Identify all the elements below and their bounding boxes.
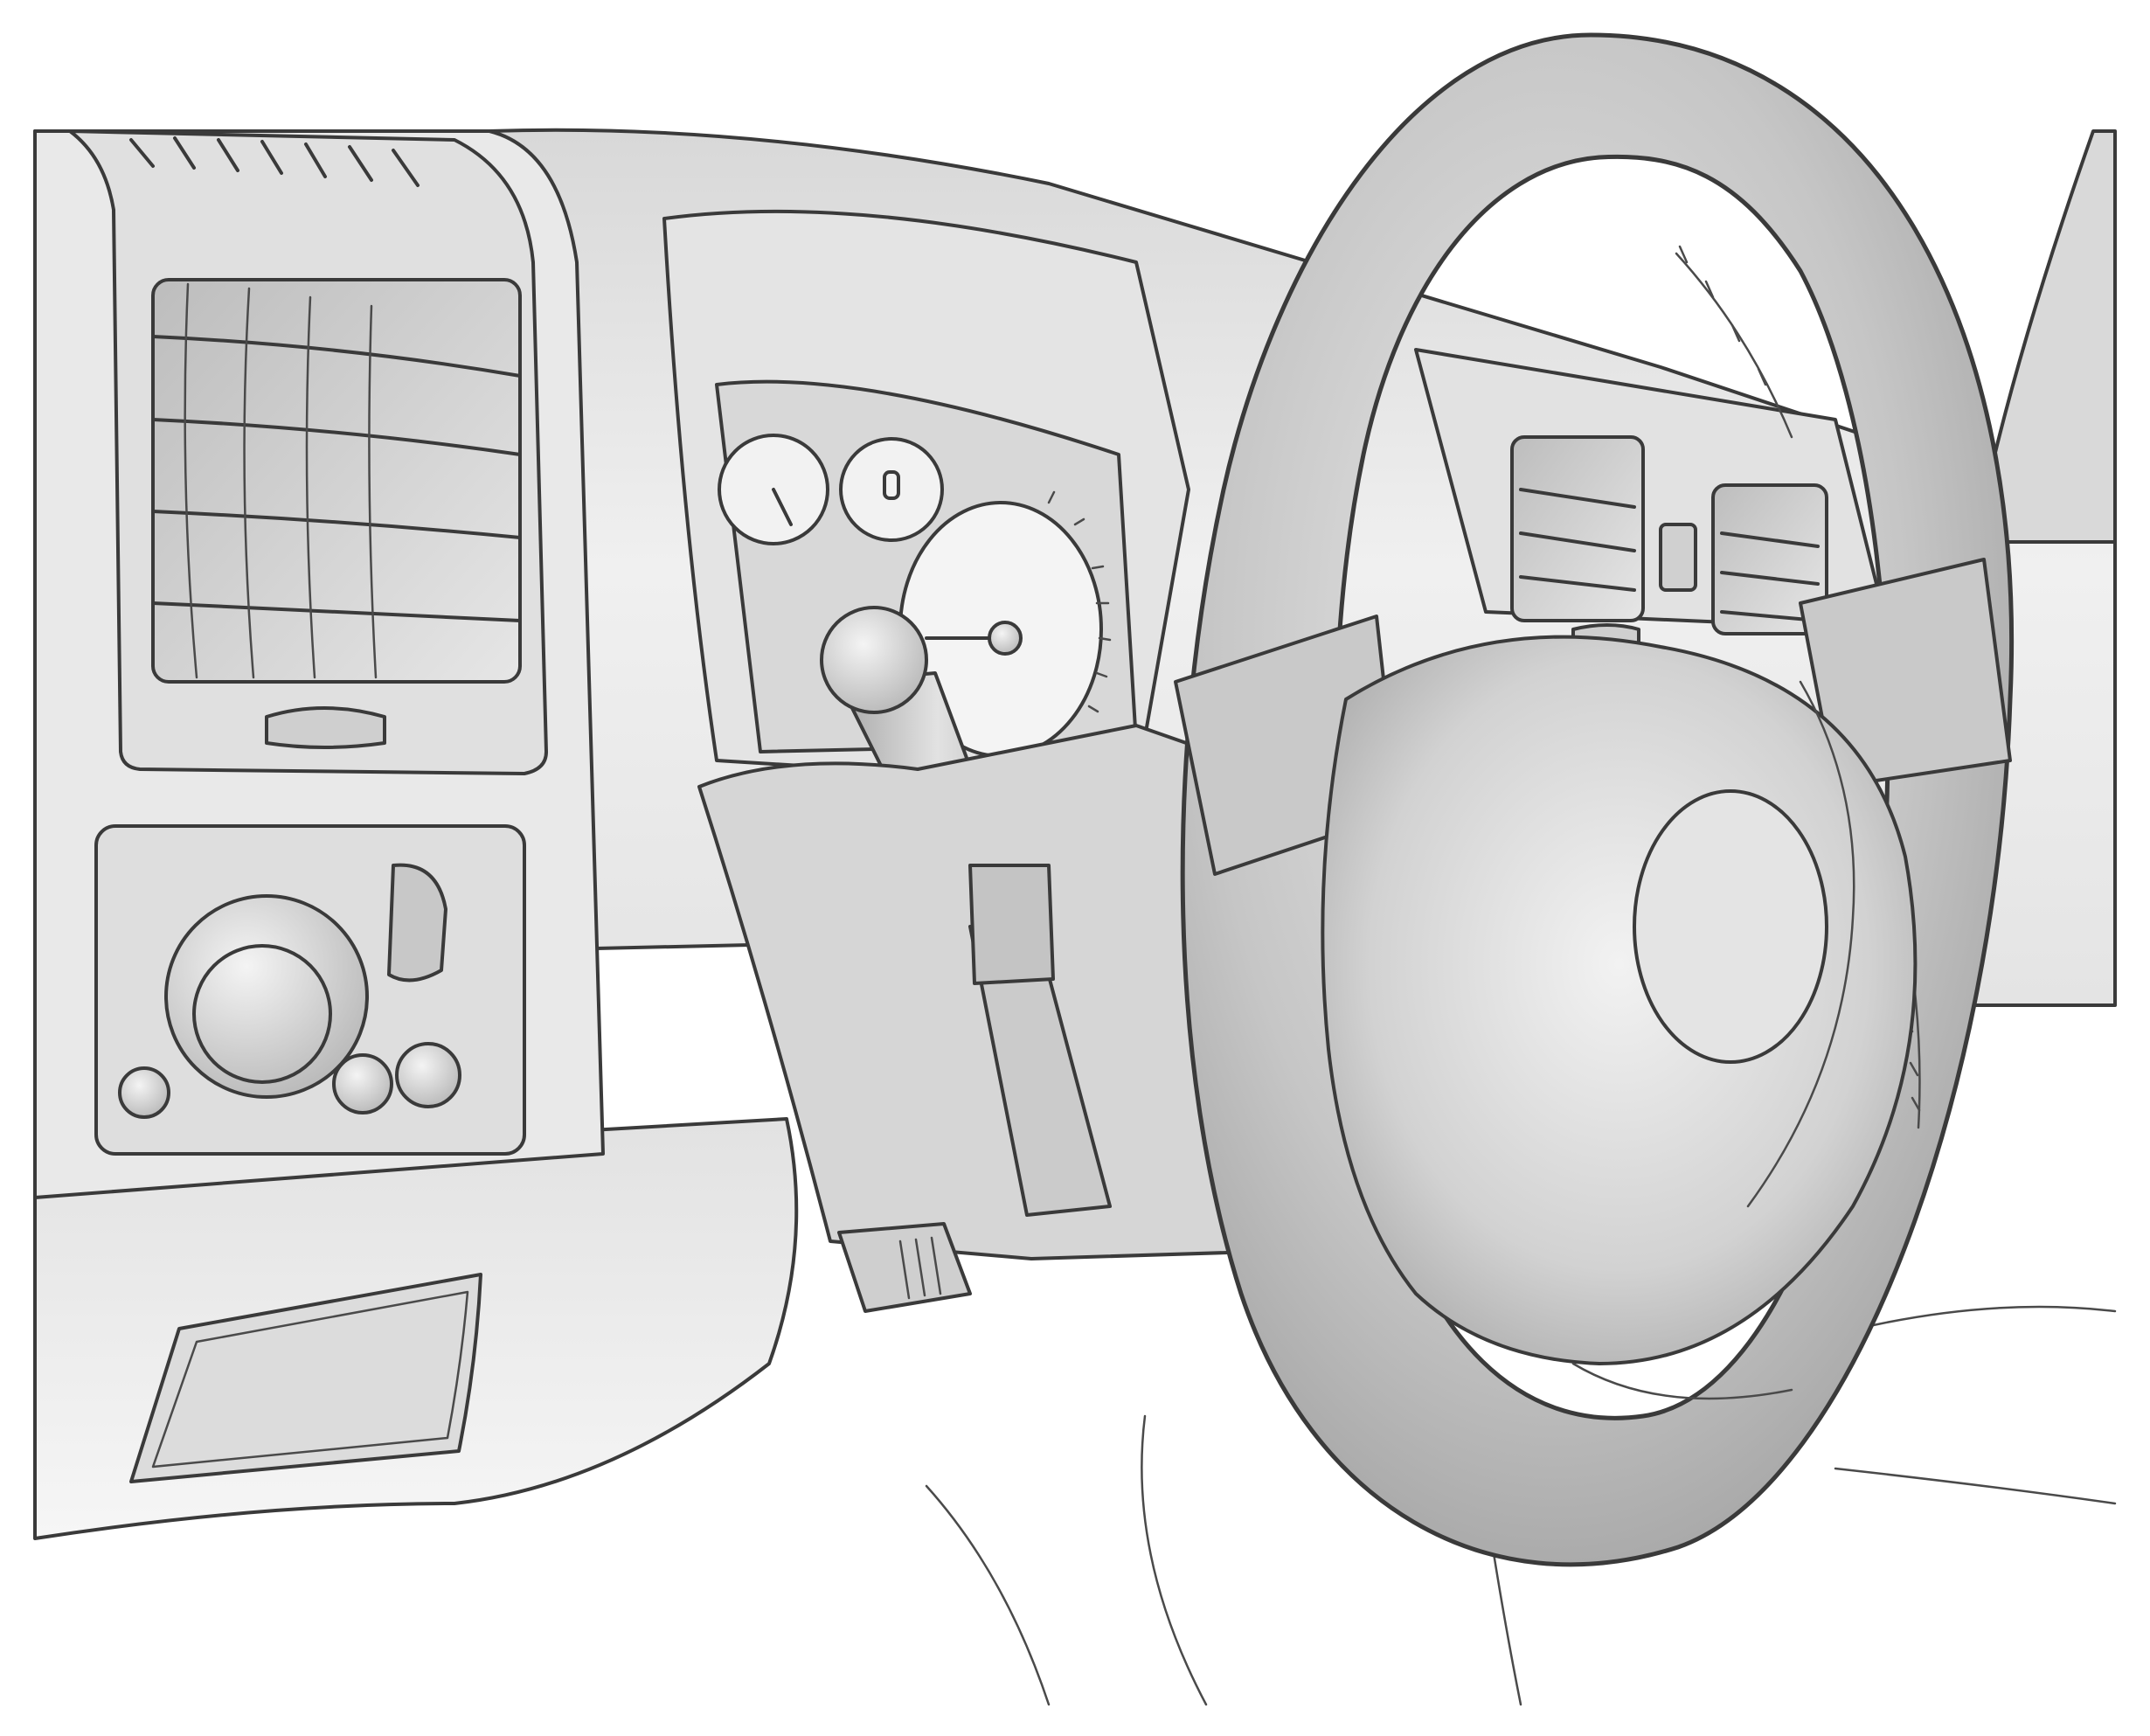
- airbag-seam: [1746, 680, 1855, 1208]
- glovebox-inner-edge: [151, 1290, 469, 1469]
- glovebox-recess: [129, 1273, 482, 1483]
- right-air-vent-2: [1711, 483, 1828, 635]
- speedometer-ticks: [1047, 490, 1112, 713]
- right-air-vent-1: [1510, 435, 1645, 622]
- hazard-button[interactable]: [1659, 523, 1697, 592]
- left-vent-louvers: [151, 282, 522, 679]
- switch-button-right[interactable]: [395, 1042, 461, 1108]
- turn-signal-lever-tip[interactable]: [820, 606, 928, 714]
- fog-lamp-button[interactable]: [118, 1066, 170, 1119]
- headlamp-knob-face: [192, 944, 332, 1084]
- wheel-stitching-upper: [1675, 245, 1793, 439]
- hub-lower-seam: [1571, 1362, 1793, 1400]
- column-lock-housing: [968, 864, 1055, 985]
- vent-adjust-tab: [265, 706, 386, 749]
- gauge-small-right: [839, 437, 944, 542]
- trip-reset-knob[interactable]: [988, 621, 1023, 656]
- steering-wheel-rim[interactable]: [1180, 32, 2015, 1567]
- switch-button-center[interactable]: [332, 1053, 393, 1115]
- headlamp-knob[interactable]: [164, 894, 369, 1099]
- right-vent-1-louvers: [1519, 488, 1636, 592]
- horn-pad-emblem: [1633, 789, 1828, 1064]
- defrost-vent-slots: [129, 136, 420, 187]
- brake-release-grip: [898, 1236, 942, 1300]
- dimmer-wheel[interactable]: [387, 863, 447, 983]
